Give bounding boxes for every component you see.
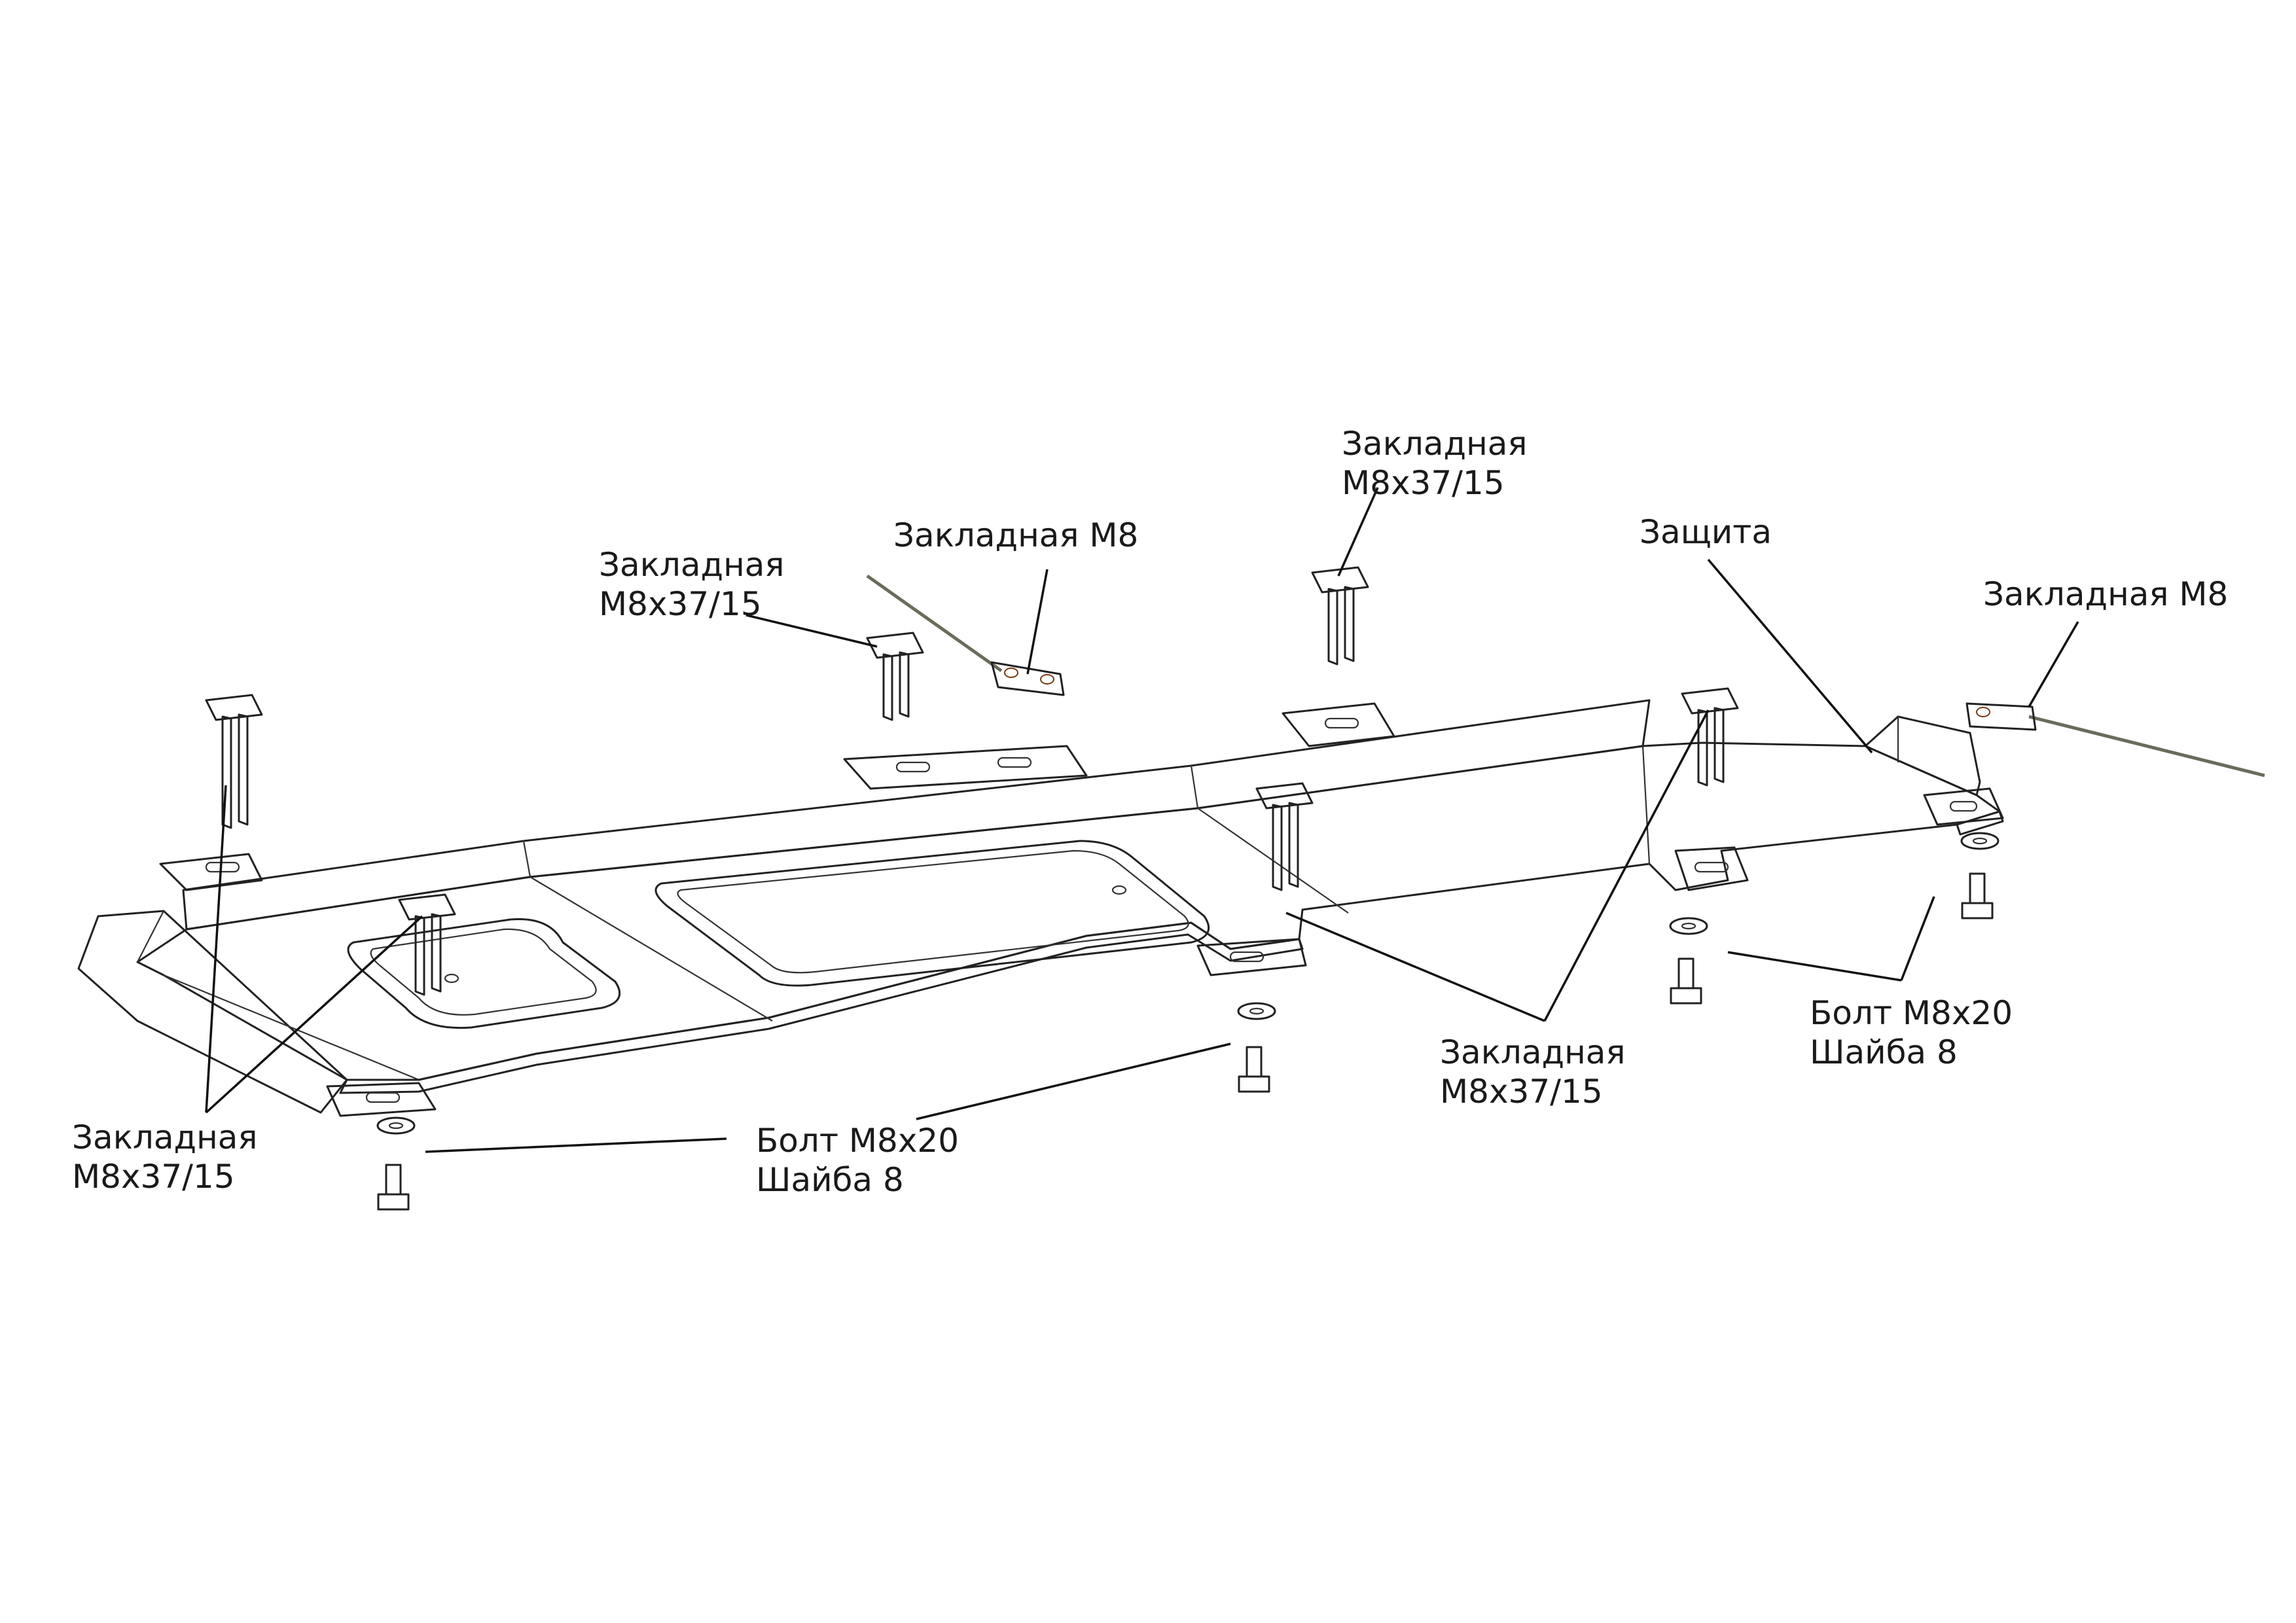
label-bolt-right: Болт М8х20 Шайба 8 [1810, 994, 2013, 1071]
svg-text:Закладная: Закладная [599, 546, 784, 584]
svg-text:М8х37/15: М8х37/15 [1342, 464, 1505, 502]
svg-text:Закладная М8: Закладная М8 [1983, 575, 2228, 613]
svg-text:М8х37/15: М8х37/15 [72, 1158, 235, 1196]
svg-text:Закладная: Закладная [1342, 425, 1527, 463]
svg-text:Болт М8х20: Болт М8х20 [1810, 994, 2013, 1032]
insert-stud [1255, 782, 1314, 891]
svg-text:Шайба 8: Шайба 8 [756, 1161, 904, 1199]
svg-text:Закладная: Закладная [72, 1118, 257, 1156]
svg-text:Защита: Защита [1640, 513, 1772, 551]
plate-front-side [339, 921, 1304, 1094]
svg-text:М8х37/15: М8х37/15 [599, 585, 762, 623]
mount-tab [159, 853, 263, 891]
label-insert-center-bottom: Закладная М8х37/15 [1440, 1033, 1625, 1111]
label-insert-m8-center: Закладная М8 [893, 516, 1138, 554]
bolt [377, 1164, 410, 1211]
mount-tab [1674, 846, 1749, 891]
washer [1237, 1002, 1276, 1020]
label-insert-left-top: Закладная М8х37/15 [599, 546, 784, 623]
plate-top-surface [136, 741, 2001, 1081]
leader-lines [205, 487, 2079, 1153]
label-insert-center-top: Закладная М8х37/15 [1342, 425, 1527, 502]
plate-window-left [347, 918, 621, 1029]
svg-text:Закладная: Закладная [1440, 1033, 1625, 1071]
washer [376, 1116, 416, 1135]
label-bolt-center: Болт М8х20 Шайба 8 [756, 1122, 959, 1199]
insert-stud [205, 694, 263, 829]
mount-tab [1282, 702, 1395, 747]
mount-tab [843, 745, 1088, 790]
plate-back-wall [182, 699, 1651, 931]
mount-tab [326, 1082, 437, 1117]
plate-window-center [655, 840, 1210, 987]
insert-stud [398, 893, 456, 996]
svg-text:Шайба 8: Шайба 8 [1810, 1033, 1958, 1071]
label-insert-left-bottom: Закладная М8х37/15 [72, 1118, 257, 1196]
insert-m8-center [866, 574, 1065, 696]
insert-m8-right [1965, 702, 2265, 777]
washer [1669, 917, 1708, 935]
bolt [1670, 957, 1702, 1005]
label-insert-m8-right: Закладная М8 [1983, 575, 2228, 613]
svg-text:Закладная М8: Закладная М8 [893, 516, 1138, 554]
mount-tab [1923, 787, 2004, 826]
washer [1960, 832, 2000, 850]
insert-stud [866, 632, 924, 721]
svg-text:Болт М8х20: Болт М8х20 [756, 1122, 959, 1160]
bolt [1238, 1046, 1270, 1093]
insert-stud [1311, 566, 1369, 666]
mount-tab [1196, 938, 1307, 976]
insert-stud [1681, 687, 1739, 787]
plate-right-end [1864, 715, 1981, 796]
svg-text:М8х37/15: М8х37/15 [1440, 1073, 1603, 1111]
label-shield: Защита [1640, 513, 1772, 551]
bolt [1961, 872, 1994, 919]
